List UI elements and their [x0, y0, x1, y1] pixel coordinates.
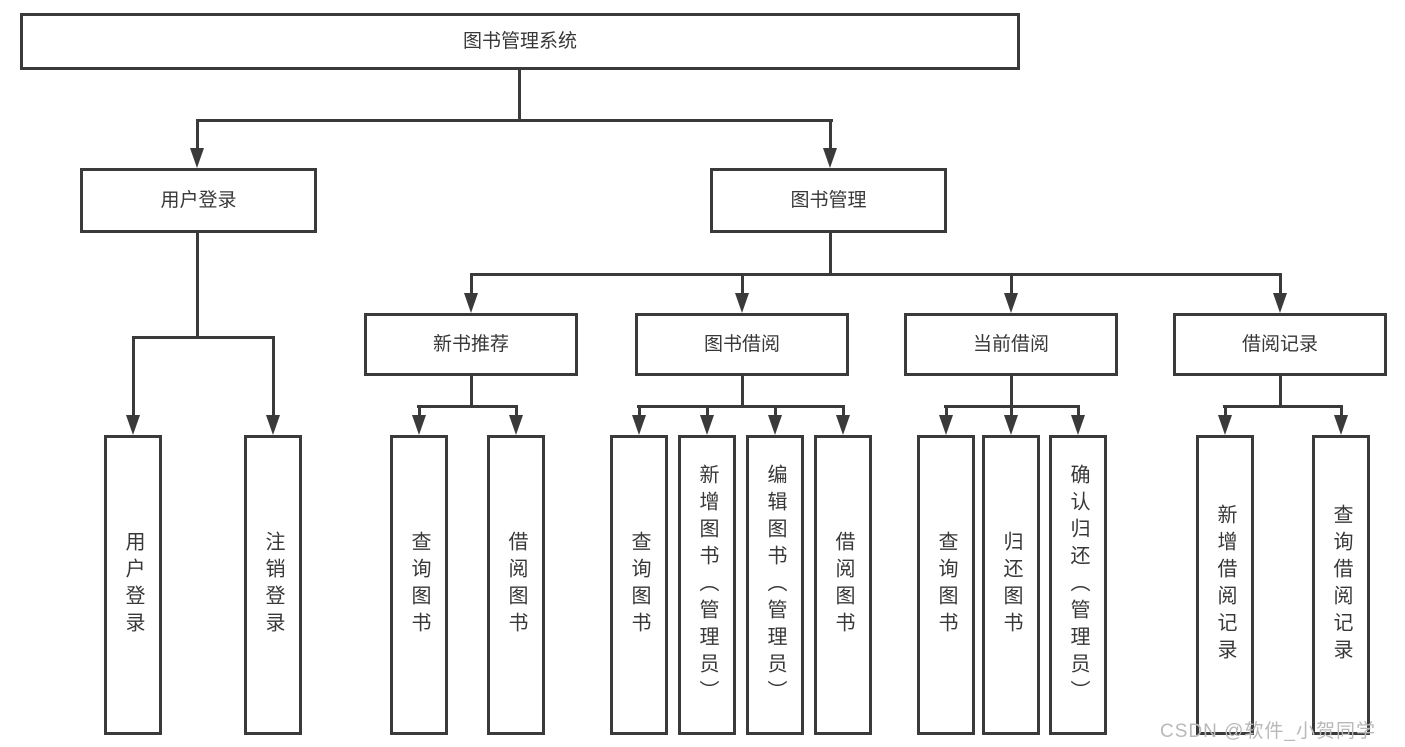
- arrow-new-book-icon: [464, 293, 478, 313]
- connector-drop-user-login: [196, 119, 199, 150]
- leaf-bb-query-books: 查询图书: [610, 435, 668, 735]
- leaf-label: 用户登录: [122, 531, 144, 639]
- connector-drop-cb-confirm: [1077, 405, 1080, 418]
- arrow-br-add-icon: [1218, 415, 1232, 435]
- connector-book-borrow-bar: [637, 405, 845, 408]
- leaf-label: 借阅图书: [505, 531, 527, 639]
- node-label: 当前借阅: [972, 334, 1049, 355]
- connector-level3-bar: [470, 273, 1282, 276]
- connector-drop-cb-query: [945, 405, 948, 418]
- connector-user-login-bar: [132, 336, 275, 339]
- leaf-label: 新增借阅记录: [1214, 504, 1236, 666]
- connector-drop-bb-borrow: [842, 405, 845, 418]
- connector-drop-cb-return: [1010, 405, 1013, 418]
- leaf-nb-borrow-books: 借阅图书: [487, 435, 545, 735]
- node-label: 图书管理: [790, 190, 867, 211]
- node-book-borrow: 图书借阅: [635, 313, 849, 376]
- arrow-cb-return-icon: [1004, 415, 1018, 435]
- connector-drop-borrow-record: [1279, 273, 1282, 295]
- connector-new-book-stub: [470, 375, 473, 407]
- connector-user-login-trunk: [196, 233, 199, 338]
- arrow-bb-borrow-icon: [836, 415, 850, 435]
- connector-drop-book-borrow: [741, 273, 744, 295]
- arrow-bb-edit-icon: [768, 415, 782, 435]
- leaf-bb-add-books-admin: 新增图书（管理员）: [678, 435, 736, 735]
- node-label: 借阅记录: [1241, 334, 1318, 355]
- connector-drop-bb-edit: [774, 405, 777, 418]
- connector-book-borrow-stub: [741, 375, 744, 407]
- connector-book-management-trunk: [829, 233, 832, 275]
- node-label: 图书管理系统: [462, 31, 577, 52]
- leaf-label: 查询图书: [408, 531, 430, 639]
- leaf-cb-return-books: 归还图书: [982, 435, 1040, 735]
- leaf-label: 查询图书: [935, 531, 957, 639]
- connector-drop-bb-query: [638, 405, 641, 418]
- connector-current-borrow-stub: [1010, 375, 1013, 407]
- leaf-br-query-record: 查询借阅记录: [1312, 435, 1370, 735]
- leaf-label: 注销登录: [262, 531, 284, 639]
- connector-drop-book-management: [829, 119, 832, 150]
- leaf-cb-query-books: 查询图书: [917, 435, 975, 735]
- leaf-user-login: 用户登录: [104, 435, 162, 735]
- arrow-book-management-icon: [823, 148, 837, 168]
- arrow-book-borrow-icon: [735, 293, 749, 313]
- arrow-user-login-icon: [190, 148, 204, 168]
- arrow-nb-borrow-icon: [509, 415, 523, 435]
- node-new-book-recommend: 新书推荐: [364, 313, 578, 376]
- connector-new-book-bar: [417, 405, 518, 408]
- csdn-watermark: CSDN @软件_小贺同学: [1160, 721, 1376, 742]
- arrow-br-query-icon: [1334, 415, 1348, 435]
- leaf-logout: 注销登录: [244, 435, 302, 735]
- connector-drop-new-book: [470, 273, 473, 295]
- node-label: 用户登录: [160, 190, 237, 211]
- node-library-management-system: 图书管理系统: [20, 13, 1020, 70]
- arrow-bb-query-icon: [632, 415, 646, 435]
- arrow-leaf-logout-icon: [266, 415, 280, 435]
- arrow-bb-add-icon: [700, 415, 714, 435]
- leaf-label: 借阅图书: [832, 531, 854, 639]
- leaf-label: 确认归还（管理员）: [1067, 463, 1089, 707]
- leaf-br-add-record: 新增借阅记录: [1196, 435, 1254, 735]
- connector-drop-leaf-user-login: [132, 336, 135, 417]
- leaf-label: 归还图书: [1000, 531, 1022, 639]
- arrow-cb-query-icon: [939, 415, 953, 435]
- leaf-label: 查询图书: [628, 531, 650, 639]
- node-label: 图书借阅: [703, 334, 780, 355]
- connector-drop-bb-add: [706, 405, 709, 418]
- connector-drop-leaf-logout: [272, 336, 275, 417]
- arrow-cb-confirm-icon: [1071, 415, 1085, 435]
- arrow-borrow-record-icon: [1273, 293, 1287, 313]
- leaf-bb-borrow-books: 借阅图书: [814, 435, 872, 735]
- node-borrow-record: 借阅记录: [1173, 313, 1387, 376]
- node-label: 新书推荐: [432, 334, 509, 355]
- leaf-label: 查询借阅记录: [1330, 504, 1352, 666]
- connector-root-trunk: [518, 70, 521, 119]
- leaf-nb-query-books: 查询图书: [390, 435, 448, 735]
- connector-drop-nb-query: [418, 405, 421, 418]
- connector-drop-br-add: [1224, 405, 1227, 418]
- node-book-management: 图书管理: [710, 168, 947, 233]
- connector-drop-nb-borrow: [515, 405, 518, 418]
- node-current-borrow: 当前借阅: [904, 313, 1118, 376]
- leaf-label: 编辑图书（管理员）: [764, 463, 786, 707]
- arrow-nb-query-icon: [412, 415, 426, 435]
- connector-drop-br-query: [1340, 405, 1343, 418]
- node-user-login: 用户登录: [80, 168, 317, 233]
- connector-borrow-record-bar: [1223, 405, 1343, 408]
- leaf-cb-confirm-return-admin: 确认归还（管理员）: [1049, 435, 1107, 735]
- leaf-label: 新增图书（管理员）: [696, 463, 718, 707]
- connector-borrow-record-stub: [1279, 375, 1282, 407]
- leaf-bb-edit-books-admin: 编辑图书（管理员）: [746, 435, 804, 735]
- connector-level2-bar: [196, 119, 833, 122]
- arrow-leaf-user-login-icon: [126, 415, 140, 435]
- connector-drop-current-borrow: [1010, 273, 1013, 295]
- arrow-current-borrow-icon: [1004, 293, 1018, 313]
